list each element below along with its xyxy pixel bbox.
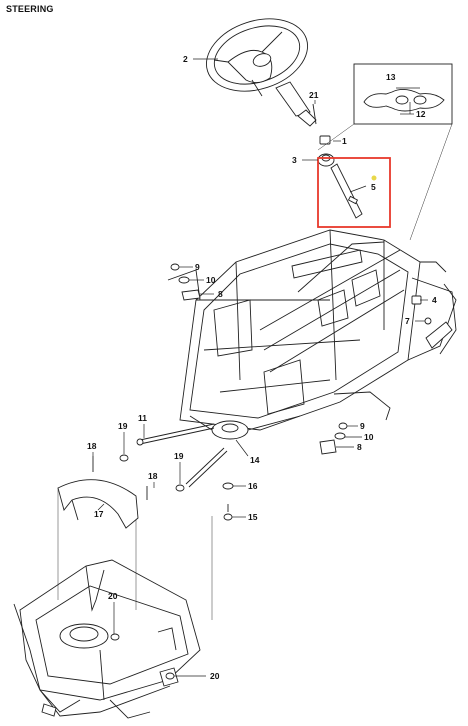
hardware-right xyxy=(319,422,348,455)
pin-21 xyxy=(312,103,317,125)
callout-4: 4 xyxy=(432,295,437,305)
shaft-5 xyxy=(330,163,363,219)
callout-7: 7 xyxy=(405,316,410,326)
callout-2: 2 xyxy=(183,54,188,64)
callout-16: 16 xyxy=(248,481,258,491)
callout-15: 15 xyxy=(248,512,258,522)
lower-frame xyxy=(13,559,201,719)
bolt-18 xyxy=(92,456,148,500)
callout-5: 5 xyxy=(371,182,376,192)
callout-20-upper: 20 xyxy=(108,591,118,601)
steering-wheel xyxy=(205,18,309,97)
bolt-15 xyxy=(223,504,233,521)
callout-3: 3 xyxy=(292,155,297,165)
page-title: STEERING xyxy=(6,4,54,14)
callout-8-lower: 8 xyxy=(357,442,362,452)
callout-18-left: 18 xyxy=(87,441,97,451)
callout-19-left: 19 xyxy=(118,421,128,431)
callout-1: 1 xyxy=(342,136,347,146)
axle-support-17 xyxy=(57,479,139,529)
highlight-dot xyxy=(371,175,377,181)
callout-13: 13 xyxy=(386,72,396,82)
hardware-left xyxy=(170,263,201,301)
callout-20-lower: 20 xyxy=(210,671,220,681)
callout-12: 12 xyxy=(416,109,426,119)
highlight-box xyxy=(317,157,391,228)
tie-rod-19 xyxy=(119,447,228,492)
bracket-4 xyxy=(411,295,422,305)
callout-21: 21 xyxy=(309,90,319,100)
bushing-3 xyxy=(317,153,335,167)
callout-17: 17 xyxy=(94,509,104,519)
bolt-20 xyxy=(110,633,175,680)
tie-rod-11 xyxy=(136,423,215,446)
bolt-7 xyxy=(424,317,432,325)
callout-10-upper: 10 xyxy=(206,275,216,285)
steering-gear-14 xyxy=(189,415,301,440)
callout-14: 14 xyxy=(250,455,260,465)
nut-1 xyxy=(319,135,331,145)
chassis-frame xyxy=(167,229,457,431)
callout-10-lower: 10 xyxy=(364,432,374,442)
callout-8-upper: 8 xyxy=(218,289,223,299)
washer-16 xyxy=(222,482,234,490)
callout-11: 11 xyxy=(138,413,147,423)
callout-18-right: 18 xyxy=(148,471,158,481)
leader-lines xyxy=(92,58,428,677)
callout-9-upper: 9 xyxy=(195,262,200,272)
callout-19-right: 19 xyxy=(174,451,184,461)
steering-column-upper xyxy=(275,81,317,127)
callout-9-lower: 9 xyxy=(360,421,365,431)
callout-labels: 2 21 1 3 5 13 12 4 7 9 10 8 9 10 8 11 14… xyxy=(87,54,437,681)
inset-detail xyxy=(317,63,453,241)
